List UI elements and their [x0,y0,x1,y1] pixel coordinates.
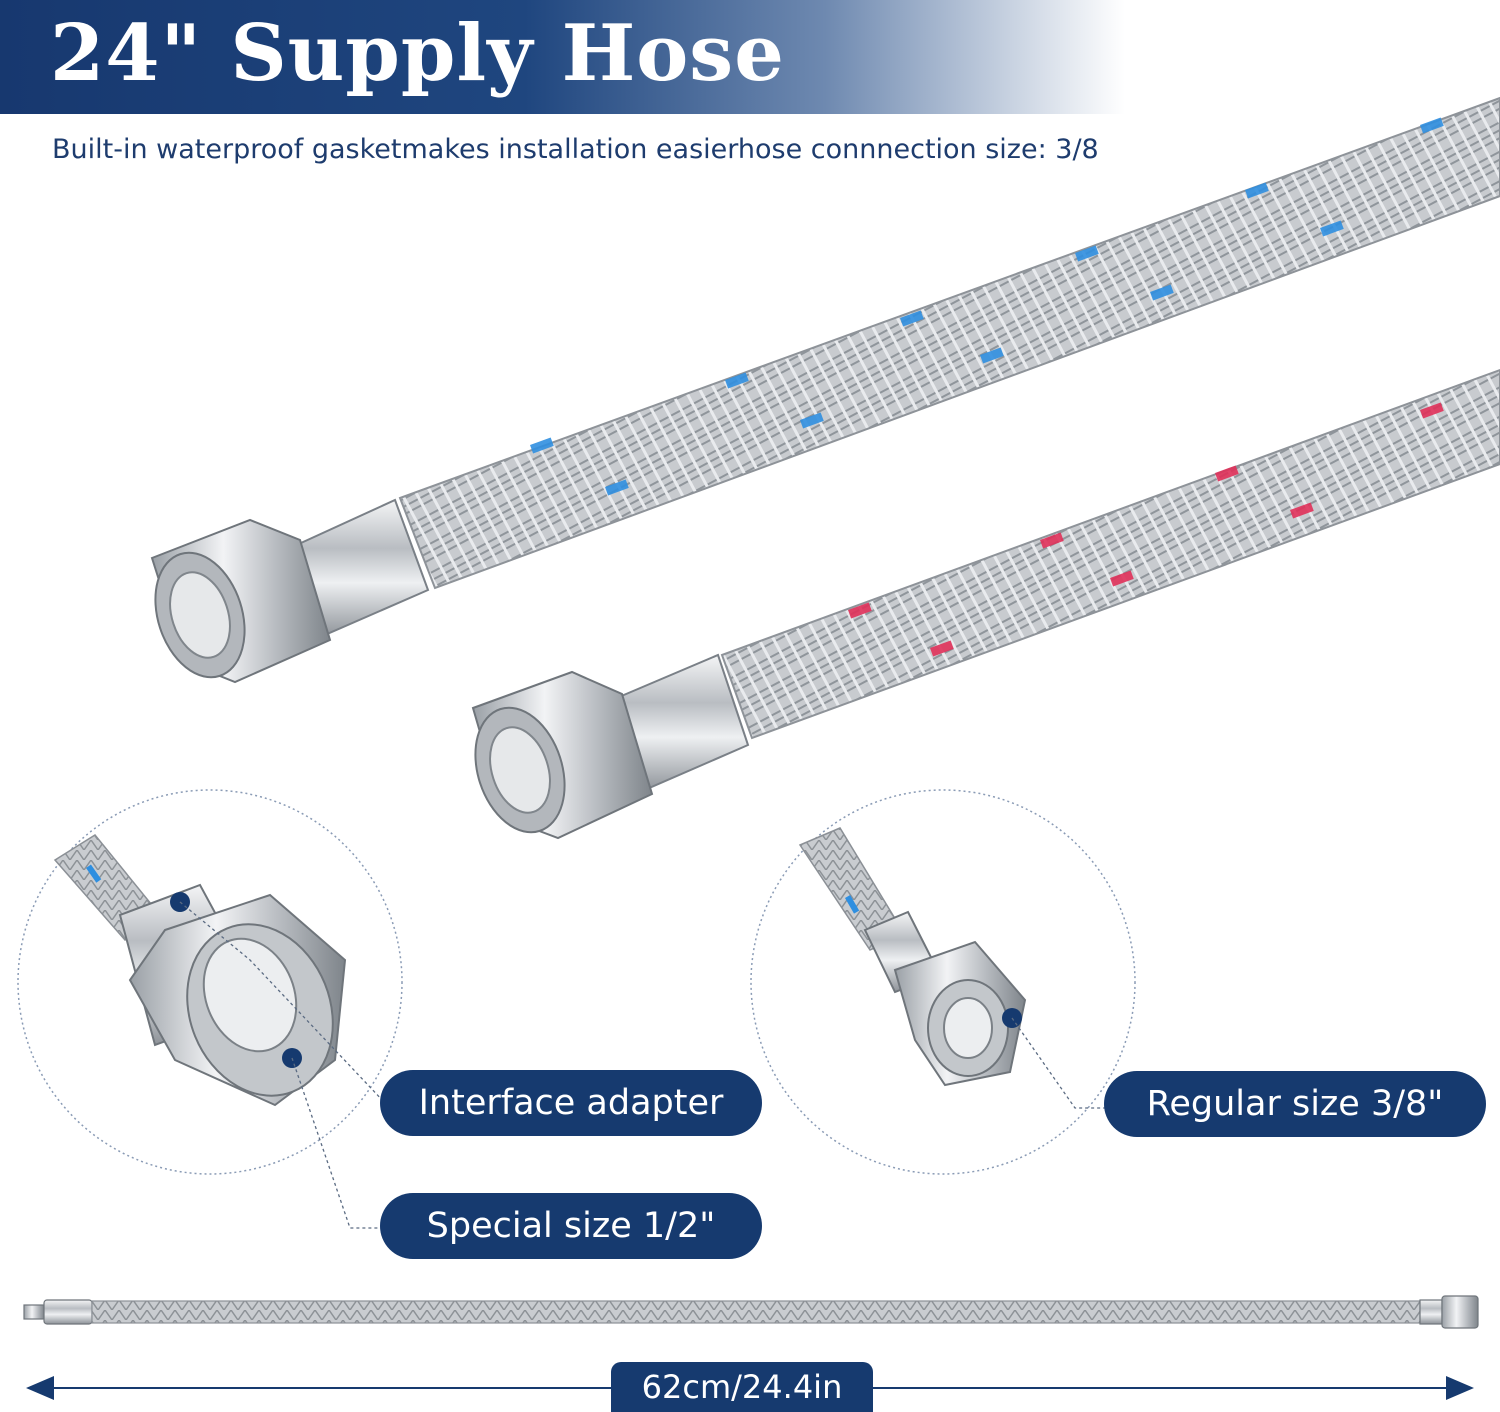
callout-regular-size: Regular size 3/8" [1104,1071,1486,1137]
length-label: 62cm/24.4in [611,1362,873,1412]
callout-interface-adapter: Interface adapter [380,1070,762,1136]
page-subtitle: Built-in waterproof gasketmakes installa… [52,134,1099,165]
hot-water-hose [471,368,1500,840]
cold-water-hose [150,96,1500,684]
detail-circle-right [750,789,1136,1175]
full-length-hose [23,1295,1479,1329]
page-title: 24" Supply Hose [50,8,785,99]
title-banner [0,0,1500,114]
detail-circle-left [17,789,403,1175]
callout-special-size: Special size 1/2" [380,1193,762,1259]
